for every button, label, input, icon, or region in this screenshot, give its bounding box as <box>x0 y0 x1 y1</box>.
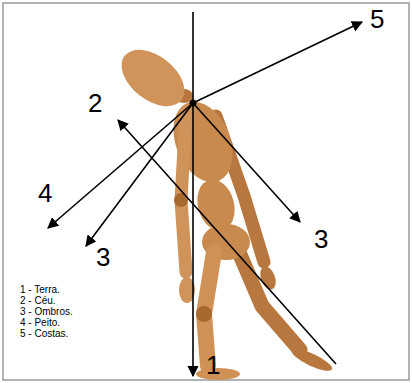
arrow-back <box>193 22 362 103</box>
legend-entry: 4 - Peito. <box>20 317 73 328</box>
origin-dot <box>190 100 197 107</box>
callout-number: 3 <box>314 226 328 252</box>
mannequin-foot <box>290 345 335 374</box>
mannequin-joint <box>196 306 212 322</box>
legend-entry: 5 - Costas. <box>20 328 73 339</box>
arrow-sky <box>118 120 336 364</box>
wooden-mannequin <box>111 38 334 380</box>
arrow-chest <box>48 103 193 228</box>
arrow-earth <box>192 12 194 376</box>
arrow-shoulder <box>193 103 300 222</box>
frame <box>3 3 409 380</box>
legend-entry: 3 - Ombros. <box>20 306 73 317</box>
arrow-shoulder <box>86 103 193 246</box>
mannequin-head <box>111 38 195 117</box>
direction-arrows <box>48 12 362 376</box>
legend: 1 - Terra.2 - Céu.3 - Ombros.4 - Peito.5… <box>20 284 73 339</box>
legend-entry: 1 - Terra. <box>20 284 73 295</box>
callout-number: 4 <box>38 180 52 206</box>
callout-number: 1 <box>206 352 220 378</box>
mannequin-chest <box>162 93 244 191</box>
callout-number: 2 <box>88 90 102 116</box>
callout-number: 3 <box>96 244 110 270</box>
legend-entry: 2 - Céu. <box>20 295 73 306</box>
callout-number: 5 <box>370 6 384 32</box>
